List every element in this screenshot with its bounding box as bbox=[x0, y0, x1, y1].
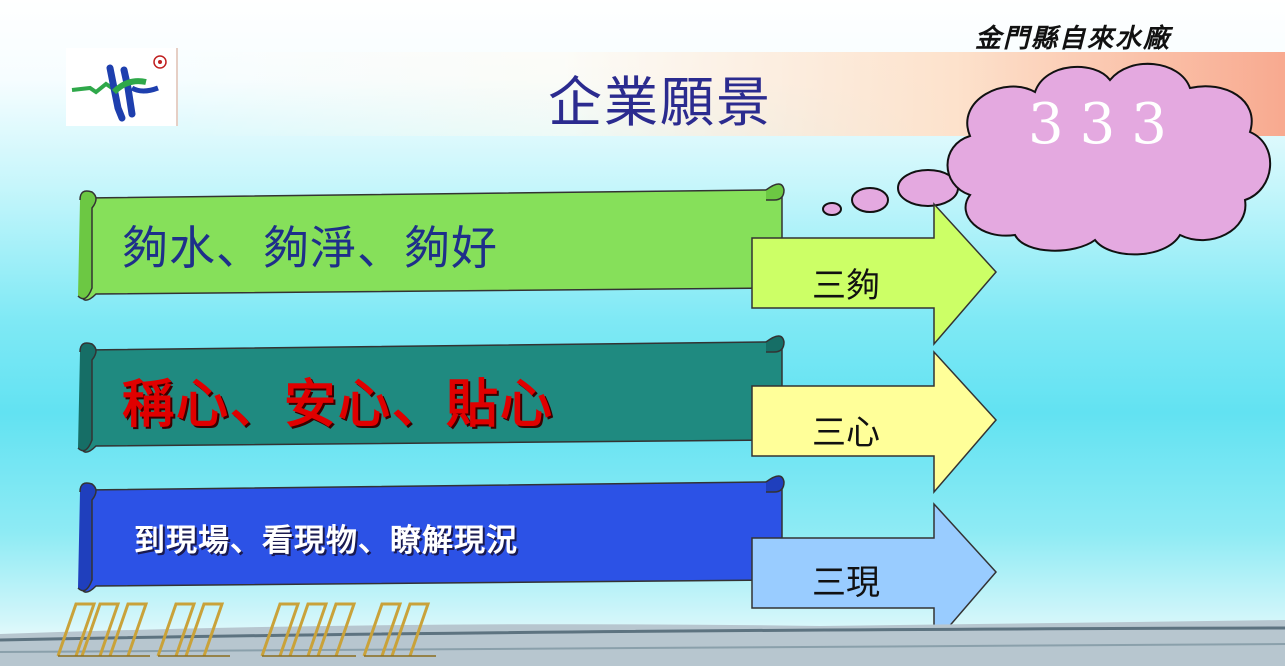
arrow-label-2: 三心 bbox=[812, 413, 880, 453]
scroll-banner-3 bbox=[77, 475, 785, 593]
scroll-text-3: 到現場、看現物、瞭解現況 bbox=[134, 523, 518, 559]
logo bbox=[66, 48, 178, 126]
water-logo-icon bbox=[71, 55, 167, 122]
thought-cloud bbox=[822, 62, 1272, 256]
arrow-2 bbox=[751, 350, 998, 495]
cloud-number: 333 bbox=[1028, 92, 1183, 157]
arrow-3 bbox=[751, 502, 998, 647]
arrow-1 bbox=[751, 202, 998, 347]
bottom-decoration bbox=[0, 602, 1285, 666]
scroll-text-1: 夠水、夠淨、夠好 bbox=[122, 221, 498, 275]
arrow-label-1: 三夠 bbox=[812, 266, 880, 306]
company-name: 金門縣自來水廠 bbox=[975, 24, 1172, 54]
page-title: 企業願景 bbox=[548, 71, 772, 134]
scroll-text-2: 稱心、安心、貼心 bbox=[122, 374, 555, 435]
arrow-label-3: 三現 bbox=[812, 563, 880, 603]
